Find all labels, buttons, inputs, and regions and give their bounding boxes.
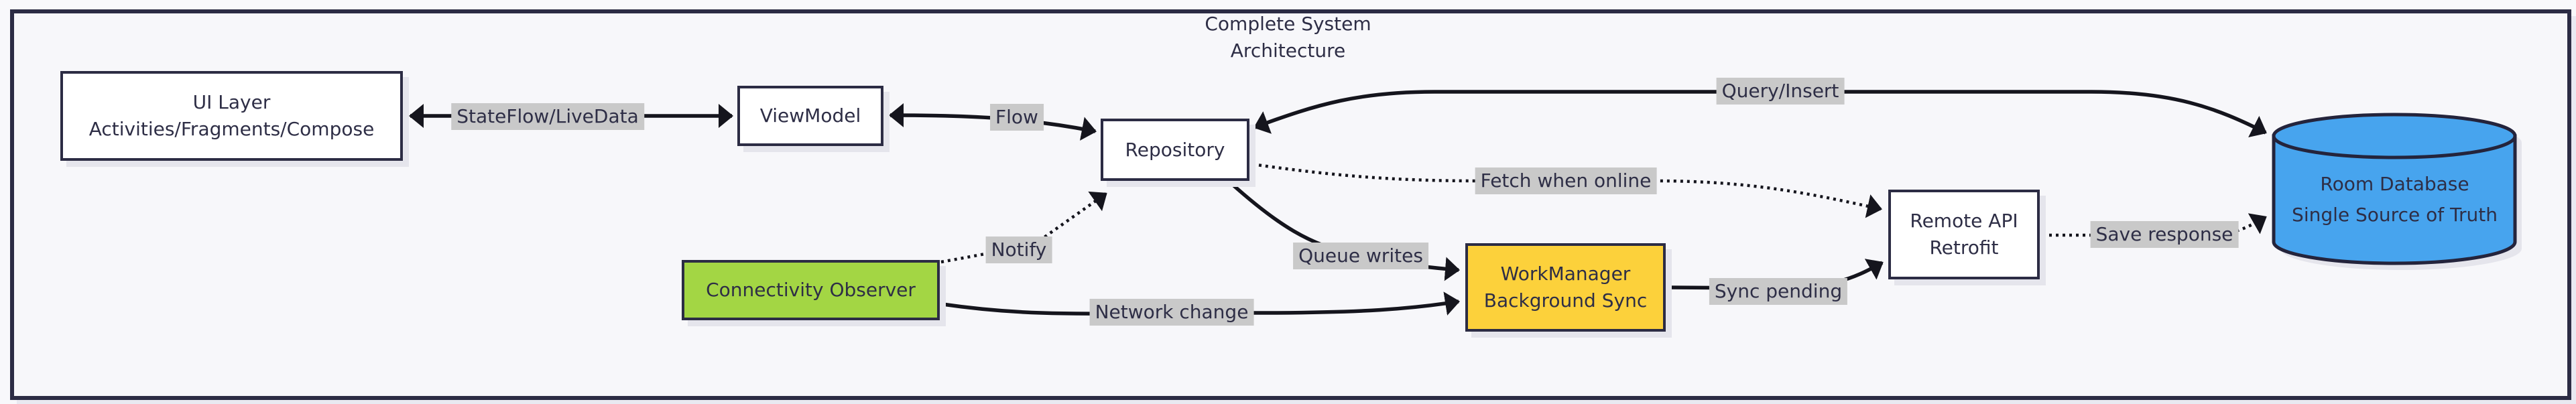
edge-label-fetch-when-online: Fetch when online <box>1475 167 1657 194</box>
node-ui-layer: UI Layer Activities/Fragments/Compose <box>60 71 403 161</box>
diagram-title-line2: Architecture <box>1230 40 1346 62</box>
node-ui-layer-line1: UI Layer <box>192 91 271 113</box>
node-room-database-shape <box>2272 113 2522 270</box>
node-room-database-line1: Room Database <box>2320 173 2469 195</box>
cylinder-top <box>2272 113 2517 159</box>
node-room-database-line2: Single Source of Truth <box>2292 204 2498 226</box>
diagram-title: Complete System Architecture <box>0 11 2576 64</box>
edge-label-query-insert: Query/Insert <box>1716 78 1845 105</box>
edge-label-queue-writes: Queue writes <box>1293 243 1428 269</box>
node-remote-api-line1: Remote API <box>1910 210 2018 232</box>
node-workmanager: WorkManager Background Sync <box>1465 243 1666 332</box>
node-viewmodel-label: ViewModel <box>759 105 861 127</box>
node-repository-label: Repository <box>1125 138 1225 161</box>
edge-label-network-change: Network change <box>1089 299 1254 326</box>
node-ui-layer-line2: Activities/Fragments/Compose <box>88 118 375 140</box>
edge-label-notify: Notify <box>985 237 1052 263</box>
node-viewmodel: ViewModel <box>737 86 883 146</box>
diagram-frame <box>10 9 2571 400</box>
diagram-title-line1: Complete System <box>1205 13 1371 35</box>
node-workmanager-line1: WorkManager <box>1500 263 1631 285</box>
edge-label-stateflow: StateFlow/LiveData <box>451 103 644 130</box>
node-workmanager-line2: Background Sync <box>1483 289 1648 312</box>
edge-label-flow: Flow <box>990 104 1044 131</box>
node-remote-api-line2: Retrofit <box>1929 237 1999 259</box>
edge-label-sync-pending: Sync pending <box>1709 278 1848 305</box>
cylinder-body <box>2272 134 2517 265</box>
node-remote-api: Remote API Retrofit <box>1888 190 2040 279</box>
node-repository: Repository <box>1101 119 1249 181</box>
node-connectivity-observer-label: Connectivity Observer <box>706 279 916 301</box>
edge-label-save-response: Save response <box>2090 221 2239 248</box>
node-connectivity-observer: Connectivity Observer <box>682 260 940 320</box>
node-room-database-text: Room Database Single Source of Truth <box>2274 169 2516 230</box>
